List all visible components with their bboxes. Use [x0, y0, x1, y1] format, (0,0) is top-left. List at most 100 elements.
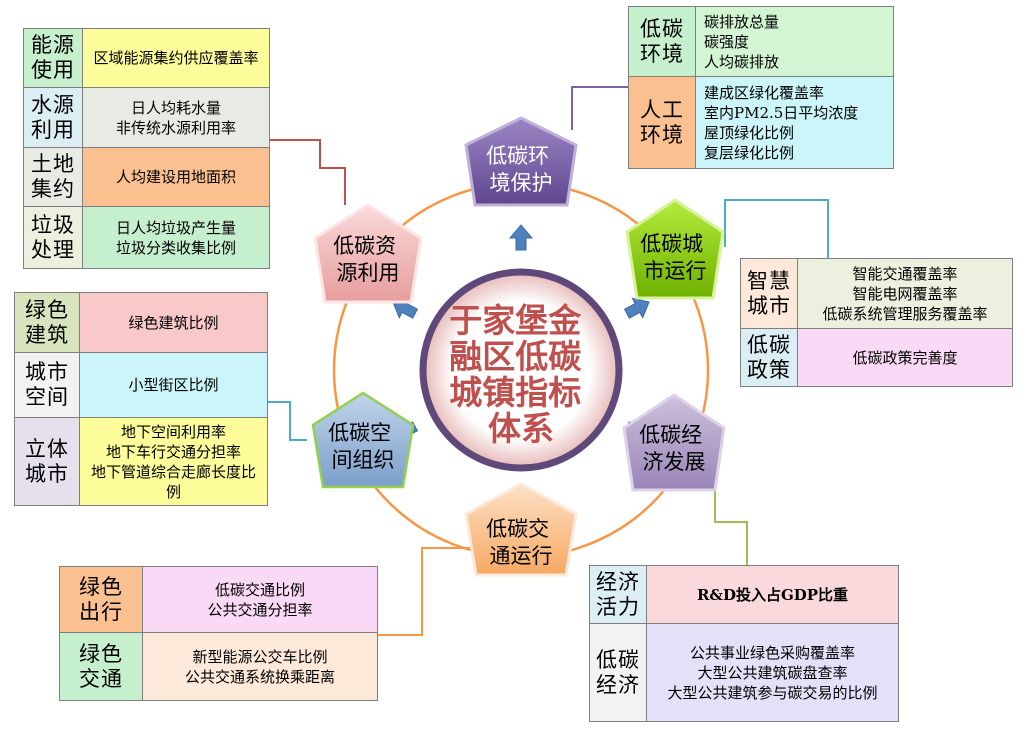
node-resource: 低碳资 源利用	[313, 203, 423, 304]
indicator-text: 区域能源集约供应覆盖率	[93, 49, 259, 67]
category-cell: 绿色出行	[59, 566, 143, 633]
svg-text:低碳经 济发展: 低碳经 济发展	[639, 423, 709, 474]
indicator-cell: 低碳交通比例 公共交通分担率	[142, 566, 378, 633]
indicator-text: 屋顶绿化比例	[704, 123, 795, 142]
center-circle-outer	[419, 268, 623, 472]
table-city: 智慧城市 智能交通覆盖率 智能电网覆盖率 低碳系统管理服务覆盖率 低碳政策 低碳…	[740, 258, 1013, 387]
category-text: 低碳经济	[596, 647, 640, 697]
category-cell: 绿色交通	[59, 632, 143, 701]
category-cell: 低碳经济	[589, 623, 647, 722]
indicator-cell: R&D投入占GDP比重	[646, 565, 899, 624]
category-cell: 低碳环境	[628, 6, 696, 77]
category-cell: 能源使用	[23, 28, 83, 88]
indicator-text: R&D投入占GDP比重	[696, 585, 849, 604]
indicator-text: 地下车行交通分担率	[105, 442, 241, 461]
connector-space	[268, 401, 307, 441]
indicator-text: 智能电网覆盖率	[852, 284, 958, 303]
indicator-text: 大型公共建筑参与碳交易的比例	[667, 683, 878, 702]
indicator-cell: 建成区绿化覆盖率 室内PM2.5日平均浓度 屋顶绿化比例 复层绿化比例	[695, 76, 894, 169]
indicator-text: 大型公共建筑碳盘查率	[697, 663, 848, 682]
center-title: 于家堡金 融区低碳 城镇指标 体系	[449, 301, 593, 448]
indicator-cell: 新型能源公交车比例 公共交通系统换乘距离	[142, 632, 378, 701]
node-transport: 低碳交 通运行	[464, 482, 578, 577]
indicator-cell: 碳排放总量 碳强度 人均碳排放	[695, 6, 894, 77]
svg-text:低碳交 通运行: 低碳交 通运行	[486, 517, 556, 568]
indicator-cell: 日人均垃圾产生量 垃圾分类收集比例	[82, 206, 270, 269]
connector-transport	[378, 547, 470, 636]
table-transport: 绿色出行 低碳交通比例 公共交通分担率 绿色交通 新型能源公交车比例 公共交通系…	[59, 566, 378, 701]
indicator-text: 低碳政策完善度	[852, 348, 958, 367]
indicator-text: 公共交通系统换乘距离	[184, 667, 335, 686]
indicator-text: 日人均耗水量	[130, 98, 221, 117]
category-text: 低碳政策	[747, 332, 791, 382]
indicator-text: 地下管道综合走廊长度比例	[90, 462, 256, 501]
category-cell: 绿色建筑	[14, 292, 80, 353]
node-space: 低碳空 间组织	[311, 391, 415, 489]
svg-text:低碳空 间组织: 低碳空 间组织	[328, 421, 398, 472]
connector-env	[571, 86, 628, 130]
category-cell: 立体城市	[14, 417, 80, 506]
indicator-text: 人均碳排放	[704, 52, 780, 71]
indicator-text: 低碳交通比例	[214, 580, 305, 599]
indicator-cell: 公共事业绿色采购覆盖率 大型公共建筑碳盘查率 大型公共建筑参与碳交易的比例	[646, 623, 899, 722]
indicator-text: 小型街区比例	[128, 376, 219, 394]
table-env: 低碳环境 碳排放总量 碳强度 人均碳排放 人工环境 建成区绿化覆盖率 室内PM2…	[628, 6, 894, 169]
category-text: 人工环境	[640, 97, 684, 147]
indicator-text: 建成区绿化覆盖率	[704, 83, 825, 102]
category-text: 城市空间	[25, 360, 69, 409]
category-text: 土地集约	[31, 152, 75, 201]
svg-text:低碳城 市运行: 低碳城 市运行	[640, 232, 710, 283]
indicator-cell: 日人均耗水量 非传统水源利用率	[82, 87, 270, 148]
category-text: 绿色交通	[79, 641, 123, 691]
indicator-text: 绿色建筑比例	[128, 313, 219, 332]
category-cell: 垃圾处理	[23, 206, 83, 269]
indicator-cell: 智能交通覆盖率 智能电网覆盖率 低碳系统管理服务覆盖率	[797, 258, 1013, 329]
indicator-text: 低碳系统管理服务覆盖率	[822, 304, 988, 323]
indicator-text: 公共事业绿色采购覆盖率	[689, 643, 855, 662]
indicator-text: 垃圾分类收集比例	[115, 238, 236, 257]
category-cell: 经济活力	[589, 565, 647, 624]
connector-economy	[714, 473, 748, 567]
indicator-text: 复层绿化比例	[704, 143, 795, 162]
category-text: 绿色建筑	[25, 297, 69, 347]
category-cell: 水源利用	[23, 87, 83, 148]
svg-text:低碳环 境保护: 低碳环 境保护	[486, 144, 556, 195]
table-economy: 经济活力 R&D投入占GDP比重 低碳经济 公共事业绿色采购覆盖率 大型公共建筑…	[589, 565, 899, 722]
node-env: 低碳环 境保护	[464, 116, 578, 207]
connector-city	[724, 199, 829, 258]
category-cell: 城市空间	[14, 352, 80, 418]
indicator-cell: 区域能源集约供应覆盖率	[82, 28, 270, 88]
category-text: 低碳环境	[640, 16, 684, 66]
category-text: 立体城市	[25, 436, 69, 486]
category-text: 水源利用	[31, 92, 75, 142]
category-cell: 人工环境	[628, 76, 696, 169]
indicator-text: 人均建设用地面积	[115, 168, 236, 186]
indicator-text: 室内PM2.5日平均浓度	[704, 103, 859, 122]
svg-text:低碳资 源利用: 低碳资 源利用	[333, 234, 403, 285]
category-cell: 智慧城市	[740, 258, 798, 329]
indicator-text: 非传统水源利用率	[115, 118, 236, 137]
indicator-cell: 绿色建筑比例	[79, 292, 268, 353]
category-text: 能源使用	[31, 33, 75, 82]
category-cell: 低碳政策	[740, 328, 798, 387]
indicator-text: 碳排放总量	[704, 12, 780, 31]
indicator-cell: 低碳政策完善度	[797, 328, 1013, 387]
category-text: 绿色出行	[79, 574, 123, 624]
table-space: 绿色建筑 绿色建筑比例 城市空间 小型街区比例 立体城市 地下空间利用率 地下车…	[14, 292, 268, 506]
table-resource: 能源使用 区域能源集约供应覆盖率 水源利用 日人均耗水量 非传统水源利用率 土地…	[23, 28, 270, 269]
indicator-cell: 小型街区比例	[79, 352, 268, 418]
indicator-text: 碳强度	[704, 32, 750, 51]
category-cell: 土地集约	[23, 147, 83, 207]
category-text: 经济活力	[596, 569, 640, 619]
connector-resource	[270, 139, 346, 205]
indicator-text: 公共交通分担率	[207, 600, 313, 619]
indicator-text: 地下空间利用率	[120, 422, 226, 441]
node-city: 低碳城 市运行	[625, 198, 725, 300]
category-text: 垃圾处理	[31, 212, 75, 262]
indicator-cell: 地下空间利用率 地下车行交通分担率 地下管道综合走廊长度比例	[79, 417, 268, 506]
node-economy: 低碳经 济发展	[622, 393, 726, 492]
indicator-cell: 人均建设用地面积	[82, 147, 270, 207]
category-text: 智慧城市	[747, 268, 791, 318]
indicator-text: 智能交通覆盖率	[852, 264, 958, 283]
